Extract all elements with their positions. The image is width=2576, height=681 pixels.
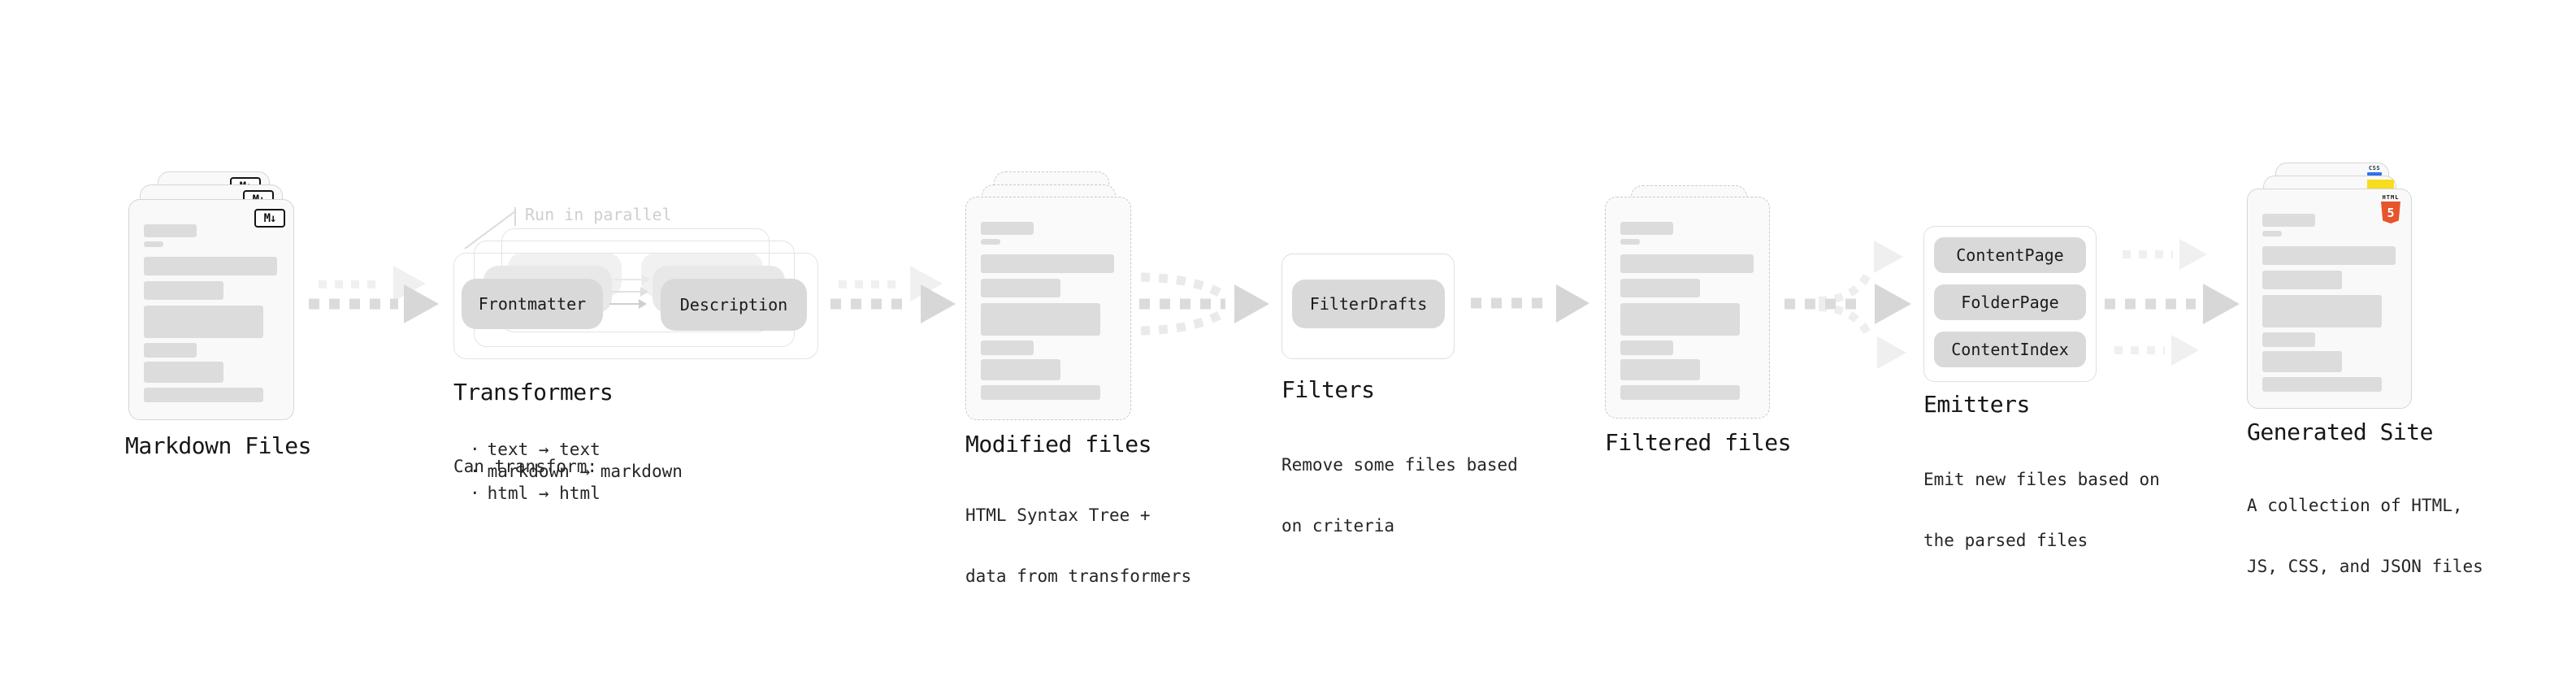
- stage-title: Transformers: [453, 379, 614, 406]
- subtitle-line: HTML Syntax Tree +: [965, 505, 1151, 525]
- arrow-emitters-to-generated: [2105, 239, 2240, 366]
- filtered-document-front: [1605, 197, 1770, 419]
- generated-document-html: HTML 5: [2247, 189, 2412, 409]
- text-line-bar: [2262, 377, 2382, 392]
- stage-title: Modified files: [965, 431, 1152, 458]
- text-line-bar: [1620, 340, 1673, 355]
- bullet-dot: ·: [470, 484, 480, 503]
- bullet-text: markdown → markdown: [487, 462, 683, 481]
- text-line-bar: [2262, 246, 2396, 265]
- text-line-bar: [144, 224, 197, 237]
- css-icon-label: CSS: [2368, 165, 2381, 171]
- text-line-bar: [981, 239, 1000, 245]
- stage-subtitle: A collection of HTML, JS, CSS, and JSON …: [2247, 456, 2483, 617]
- subtitle-line: data from transformers: [965, 566, 1192, 586]
- text-line-bar: [144, 257, 277, 275]
- bullet-text: html → html: [487, 484, 601, 503]
- text-line-bar: [144, 343, 197, 358]
- stage-title: Emitters: [1923, 391, 2030, 418]
- bullet-item: · text → text: [470, 439, 683, 461]
- modified-document-front: [965, 197, 1131, 420]
- arrow-markdown-to-transformers: [309, 266, 439, 323]
- text-line-bar: [981, 385, 1100, 400]
- subtitle-line: A collection of HTML,: [2247, 496, 2463, 515]
- stage-title: Filtered files: [1605, 429, 1792, 456]
- html5-icon-number: 5: [2387, 205, 2395, 220]
- pill-description: Description: [661, 279, 807, 331]
- markdown-document-front: M↓: [128, 199, 294, 420]
- text-line-bar: [1620, 385, 1740, 400]
- arrow-modified-to-filters-converge: [1139, 272, 1269, 336]
- subtitle-line: Remove some files based: [1281, 455, 1518, 475]
- text-line-bar: [1620, 303, 1740, 336]
- text-line-bar: [144, 241, 163, 247]
- pill-contentindex: ContentIndex: [1934, 332, 2086, 367]
- subtitle-line: Emit new files based on: [1923, 470, 2160, 489]
- text-line-bar: [981, 359, 1060, 380]
- text-line-bar: [2262, 295, 2382, 327]
- text-line-bar: [981, 279, 1060, 297]
- arrow-transformers-to-modified: [830, 266, 956, 323]
- arrow-filters-to-filtered: [1471, 284, 1589, 323]
- text-line-bar: [1620, 222, 1673, 235]
- html5-icon: HTML 5: [2380, 194, 2401, 223]
- html5-icon-shield: 5: [2381, 202, 2400, 223]
- text-line-bar: [2262, 332, 2315, 347]
- stage-subtitle: Remove some files based on criteria: [1281, 415, 1518, 576]
- text-line-bar: [1620, 254, 1754, 273]
- js-file-icon: [2367, 180, 2394, 190]
- subtitle-line: Can transform:: [453, 457, 598, 476]
- text-line-bar: [981, 303, 1100, 336]
- text-line-bar: [981, 222, 1034, 235]
- pill-folderpage: FolderPage: [1934, 284, 2086, 320]
- run-in-parallel-label: Run in parallel: [525, 205, 672, 224]
- stage-subtitle: Emit new files based on the parsed files: [1923, 430, 2160, 591]
- stage-title: Generated Site: [2247, 419, 2434, 445]
- text-line-bar: [144, 362, 223, 383]
- css-file-icon: CSS: [2367, 166, 2382, 176]
- stage-subtitle: Can transform:: [453, 417, 597, 517]
- subtitle-line: the parsed files: [1923, 531, 2088, 550]
- text-line-bar: [981, 254, 1114, 273]
- bullet-item: · html → html: [470, 483, 683, 505]
- subtitle-line: JS, CSS, and JSON files: [2247, 557, 2483, 576]
- pill-filterdrafts: FilterDrafts: [1292, 280, 1445, 328]
- pill-contentpage: ContentPage: [1934, 237, 2086, 273]
- text-line-bar: [1620, 239, 1640, 245]
- bullet-dot: ·: [470, 440, 480, 459]
- text-line-bar: [144, 281, 223, 300]
- stage-title: Filters: [1281, 376, 1375, 403]
- transform-bullet-list: · text → text · markdown → markdown · htm…: [470, 439, 683, 505]
- arrow-filtered-to-emitters-diverge: [1785, 241, 1911, 369]
- bullet-text: text → text: [487, 440, 601, 459]
- css-icon-underline: [2367, 172, 2382, 176]
- text-line-bar: [144, 306, 263, 338]
- bullet-item: · markdown → markdown: [470, 461, 683, 483]
- transformer-card-front: [453, 253, 818, 359]
- bullet-dot: ·: [470, 462, 480, 481]
- subtitle-line: on criteria: [1281, 516, 1395, 536]
- text-line-bar: [1620, 359, 1700, 380]
- text-line-bar: [1620, 279, 1700, 297]
- text-line-bar: [2262, 351, 2342, 372]
- text-line-bar: [2262, 271, 2342, 289]
- stage-title: Markdown Files: [125, 432, 312, 459]
- html5-icon-label: HTML: [2382, 194, 2400, 201]
- pill-frontmatter: Frontmatter: [462, 279, 603, 329]
- markdown-icon: M↓: [254, 209, 285, 228]
- stage-subtitle: HTML Syntax Tree + data from transformer…: [965, 466, 1191, 627]
- text-line-bar: [2262, 214, 2315, 227]
- text-line-bar: [2262, 231, 2282, 236]
- text-line-bar: [144, 388, 263, 402]
- text-line-bar: [981, 340, 1034, 355]
